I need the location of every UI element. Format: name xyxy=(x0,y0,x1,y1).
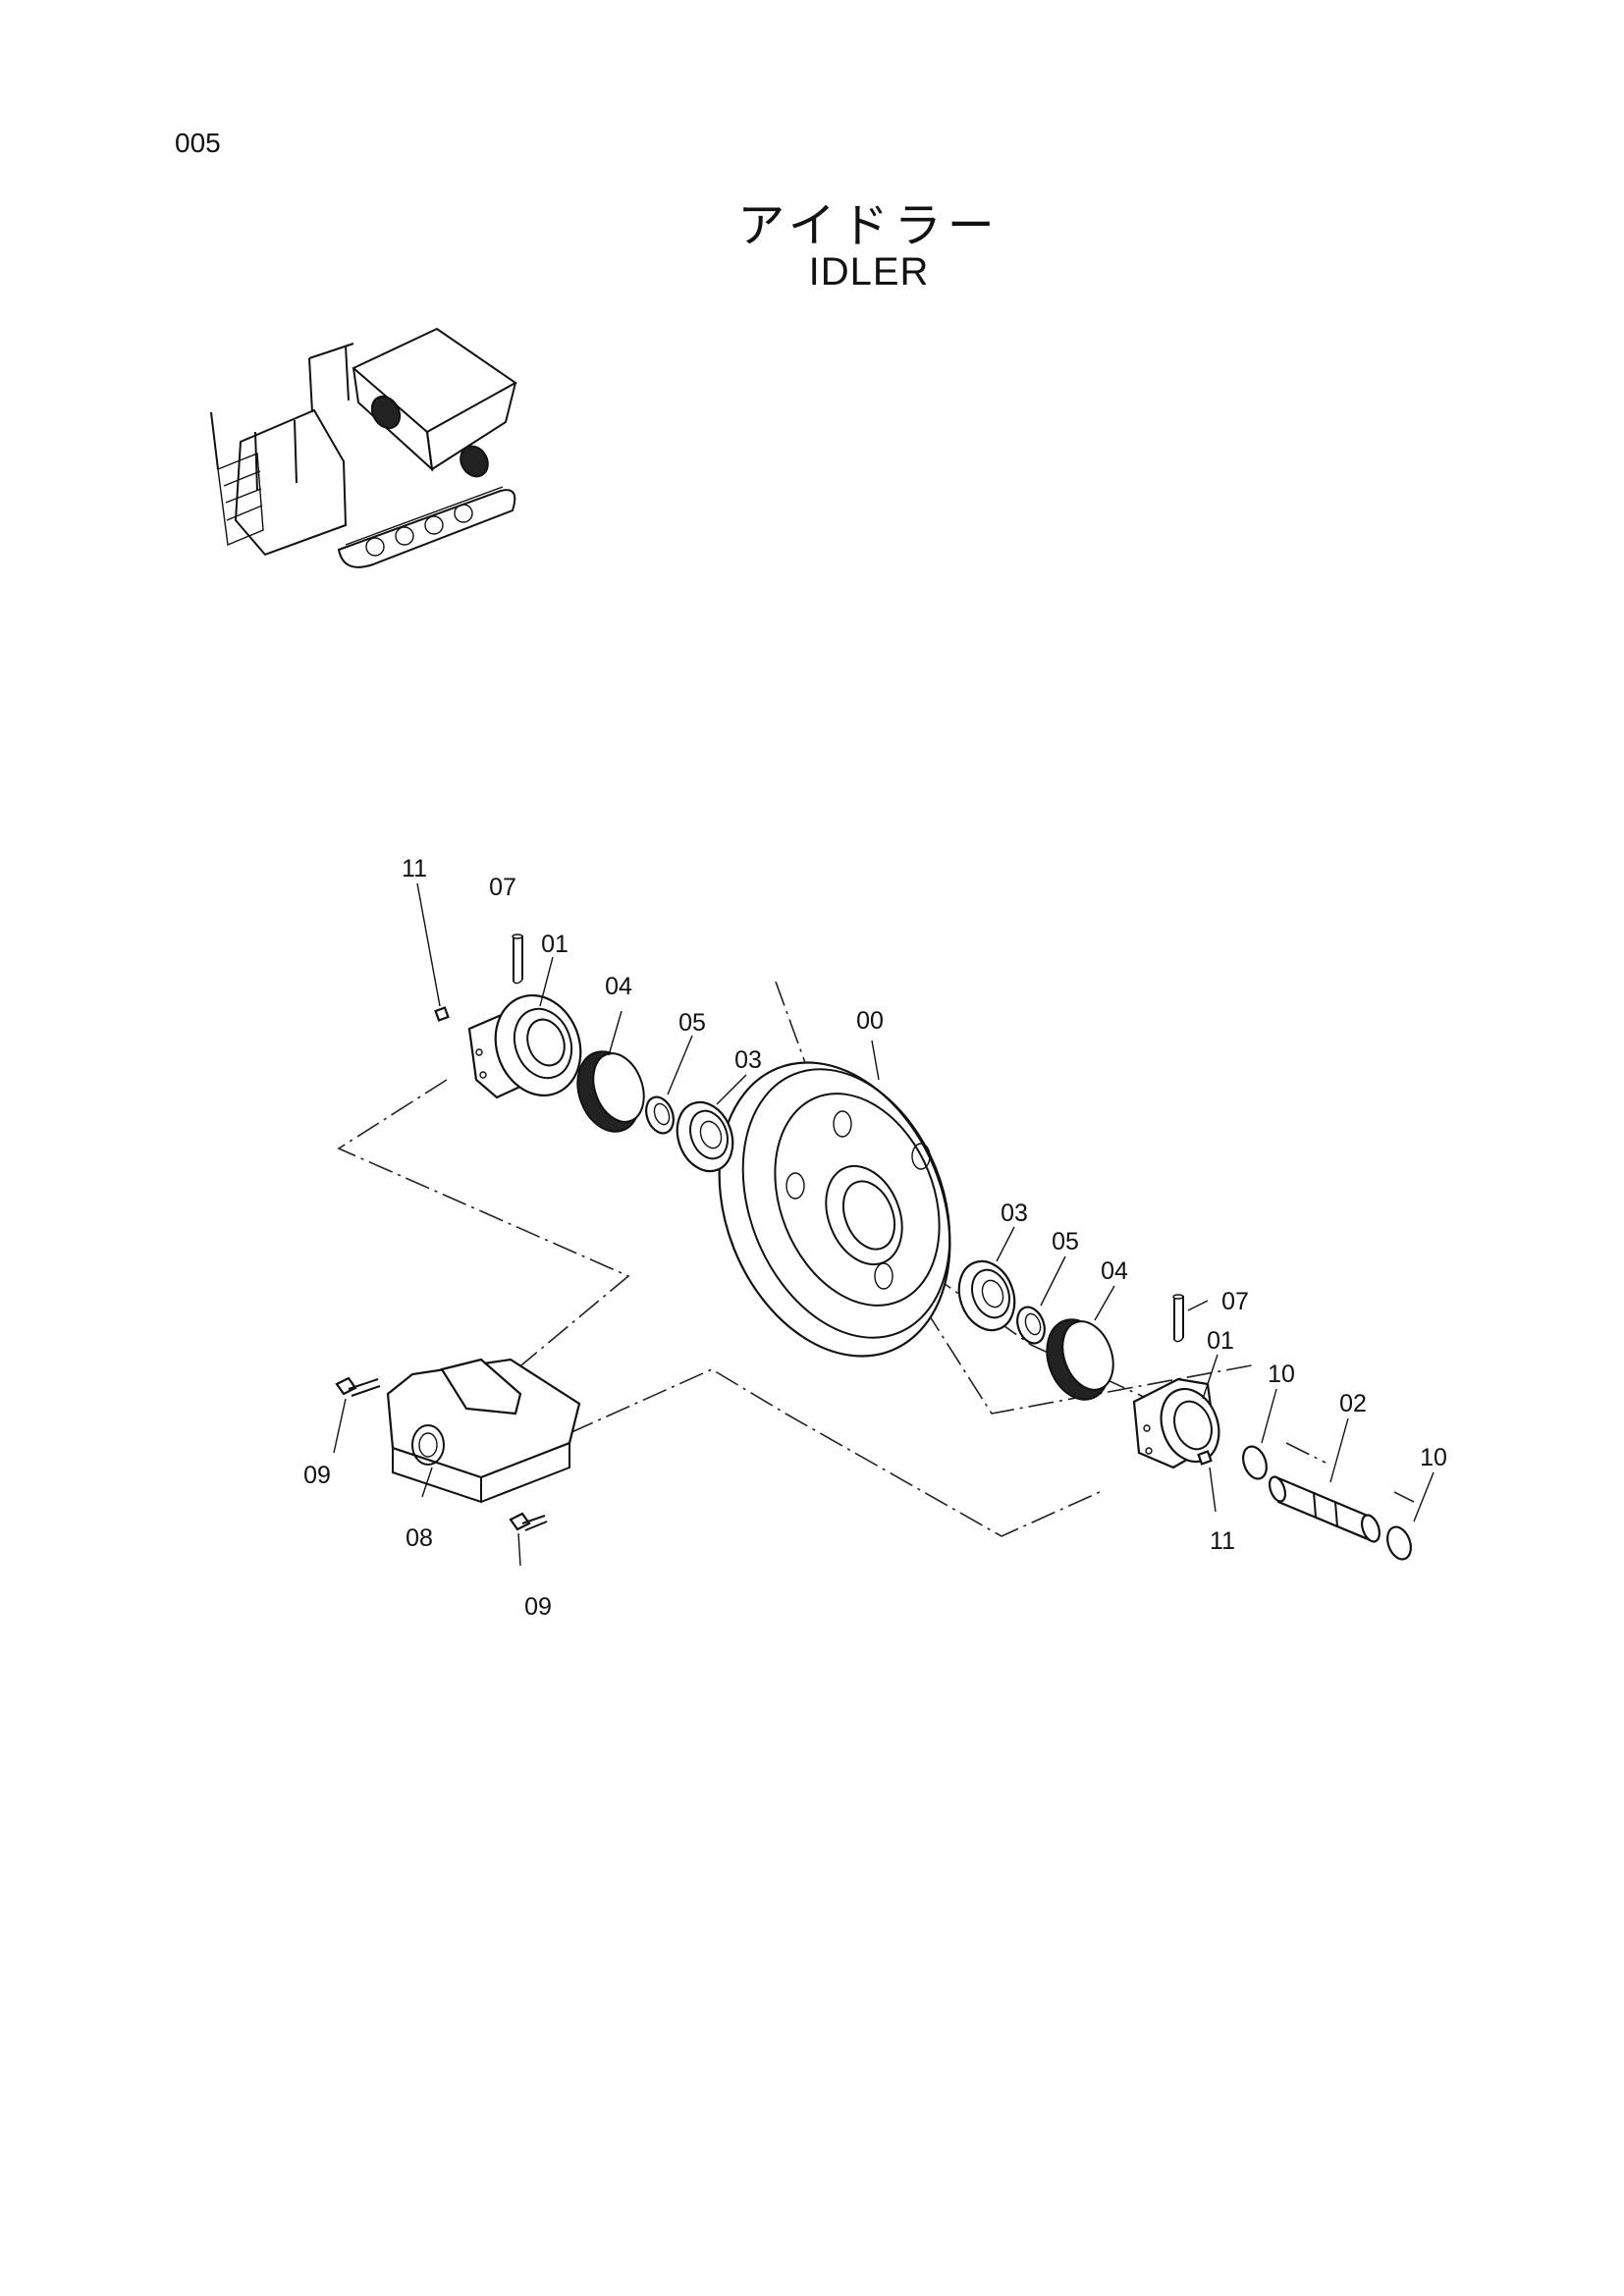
part-number-labels: 11 07 01 04 05 03 00 03 05 04 07 01 10 0… xyxy=(303,855,1447,1621)
shaft xyxy=(1268,1475,1381,1543)
washer-right xyxy=(1016,1306,1046,1345)
washer-left xyxy=(645,1095,675,1135)
seal-right xyxy=(1046,1318,1114,1401)
label-bearing-left: 03 xyxy=(734,1046,762,1074)
label-washer-right: 05 xyxy=(1052,1228,1079,1255)
label-plug-left: 11 xyxy=(402,855,427,882)
title-japanese: アイドラー xyxy=(737,198,1001,253)
label-seal-right: 04 xyxy=(1101,1257,1128,1285)
label-oring-right: 10 xyxy=(1420,1444,1447,1471)
yoke xyxy=(386,1358,581,1504)
idler-wheel xyxy=(718,1061,951,1358)
label-shaft: 02 xyxy=(1339,1390,1367,1417)
bolt-upper xyxy=(335,1376,381,1397)
bolt-lower xyxy=(509,1512,548,1531)
machine-thumbnail xyxy=(210,327,517,568)
leader-lines xyxy=(333,882,1435,1567)
oring-left xyxy=(1242,1445,1268,1480)
pin-left xyxy=(512,934,523,985)
label-oring-left: 10 xyxy=(1268,1361,1295,1388)
label-bracket-left: 01 xyxy=(541,931,568,958)
label-yoke: 08 xyxy=(406,1524,433,1552)
label-idler-wheel: 00 xyxy=(856,1007,884,1035)
label-bracket-right: 01 xyxy=(1207,1327,1234,1355)
seal-left xyxy=(576,1050,645,1133)
oring-right xyxy=(1386,1525,1412,1561)
bearing-right xyxy=(957,1259,1016,1332)
label-washer-left: 05 xyxy=(678,1009,706,1037)
plug-left xyxy=(434,1006,450,1022)
bearing-left xyxy=(676,1100,734,1173)
label-bolt-lower: 09 xyxy=(524,1593,552,1621)
bracket-left xyxy=(467,993,582,1099)
plug-right xyxy=(1197,1450,1213,1466)
label-bolt-upper: 09 xyxy=(303,1462,331,1489)
label-seal-left: 04 xyxy=(605,973,632,1000)
assembly-lines xyxy=(337,981,1415,1537)
label-bearing-right: 03 xyxy=(1001,1200,1028,1227)
bracket-right xyxy=(1132,1377,1220,1469)
label-pin-left: 07 xyxy=(489,874,516,901)
title-english: IDLER xyxy=(808,250,930,294)
label-plug-right: 11 xyxy=(1210,1527,1235,1555)
page-number: 005 xyxy=(175,128,221,158)
label-pin-right: 07 xyxy=(1221,1288,1249,1315)
pin-right xyxy=(1172,1294,1184,1343)
